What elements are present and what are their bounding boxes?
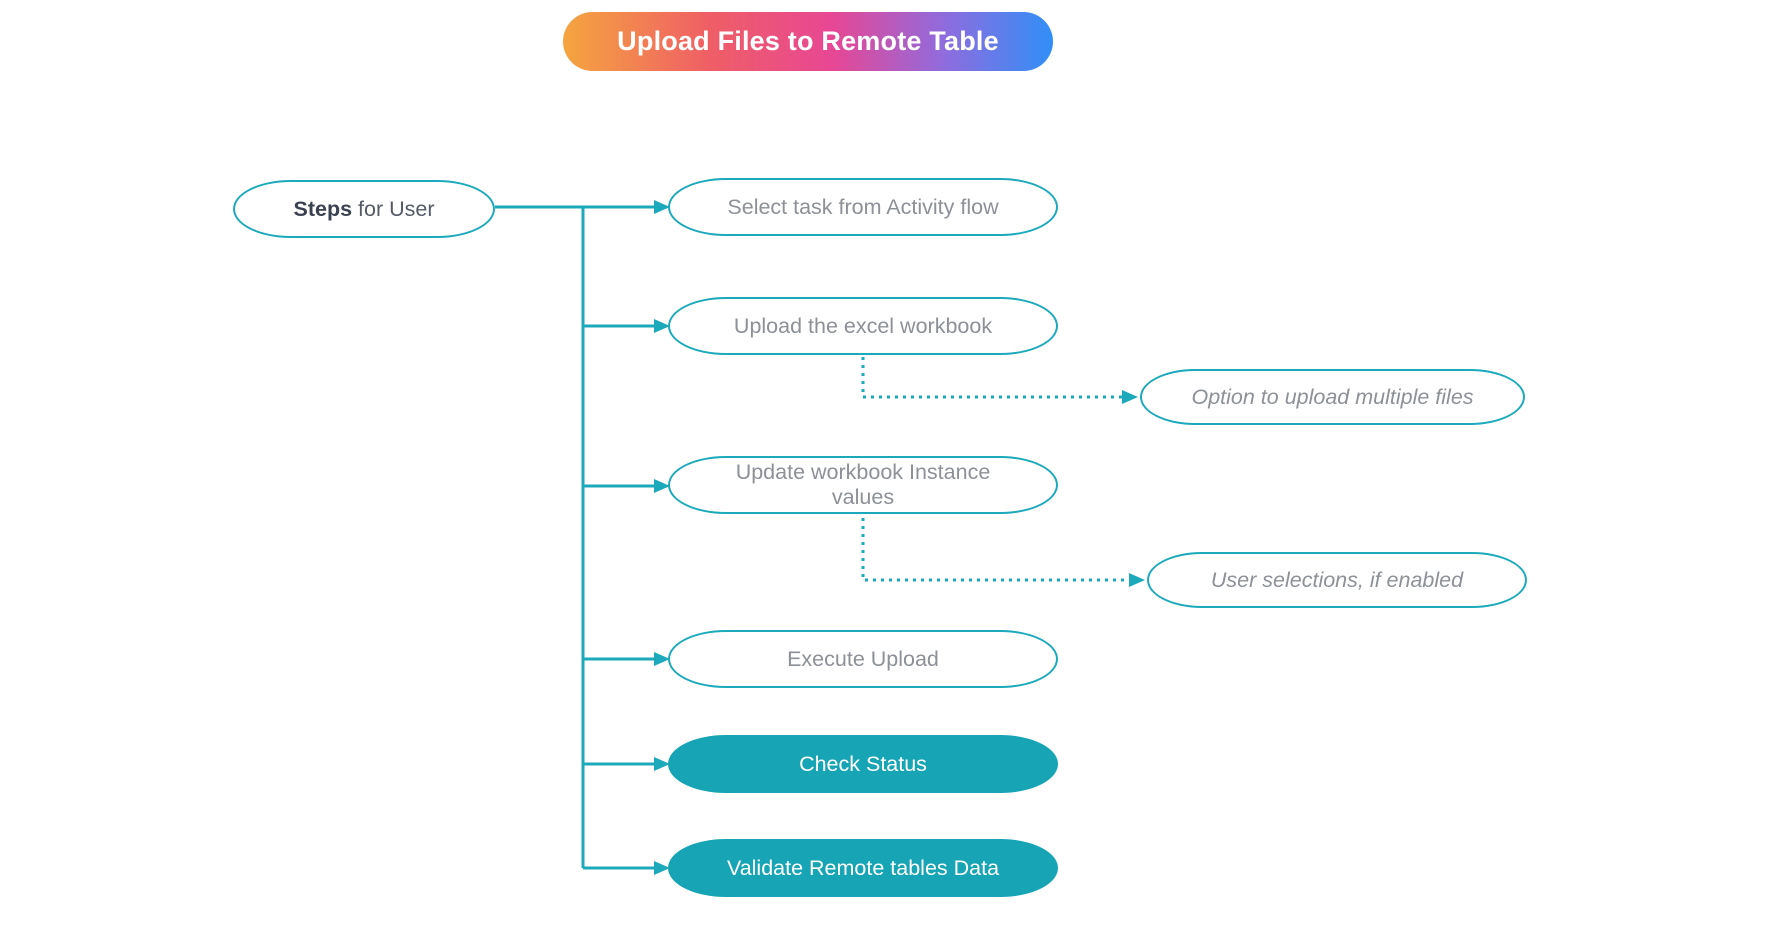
solid-connectors bbox=[495, 205, 654, 870]
node-validate-remote-tables: Validate Remote tables Data bbox=[668, 839, 1058, 897]
node-label: Validate Remote tables Data bbox=[726, 855, 1000, 880]
root-node-label: Steps for User bbox=[294, 197, 435, 222]
node-upload-workbook: Upload the excel workbook bbox=[668, 297, 1058, 355]
node-execute-upload: Execute Upload bbox=[668, 630, 1058, 688]
node-check-status: Check Status bbox=[668, 735, 1058, 793]
node-label: Execute Upload bbox=[787, 646, 939, 671]
node-label: User selections, if enabled bbox=[1210, 567, 1464, 592]
node-steps-for-user: Steps for User bbox=[233, 180, 495, 238]
solid-arrowheads bbox=[654, 200, 670, 875]
node-label: Select task from Activity flow bbox=[727, 194, 999, 219]
node-label: Update workbook Instance values bbox=[735, 460, 991, 509]
diagram-title-label: Upload Files to Remote Table bbox=[617, 26, 999, 56]
node-update-workbook-instance: Update workbook Instance values bbox=[668, 456, 1058, 514]
node-label: Option to upload multiple files bbox=[1191, 384, 1474, 409]
node-select-task: Select task from Activity flow bbox=[668, 178, 1058, 236]
diagram-title: Upload Files to Remote Table bbox=[563, 12, 1053, 71]
node-option-multiple-files: Option to upload multiple files bbox=[1140, 369, 1525, 425]
node-label: Upload the excel workbook bbox=[733, 313, 993, 338]
dotted-arrowheads bbox=[1122, 390, 1145, 587]
root-label-bold: Steps bbox=[293, 196, 353, 221]
root-label-rest: for User bbox=[352, 196, 435, 221]
node-user-selections: User selections, if enabled bbox=[1147, 552, 1527, 608]
node-label: Check Status bbox=[799, 751, 927, 776]
